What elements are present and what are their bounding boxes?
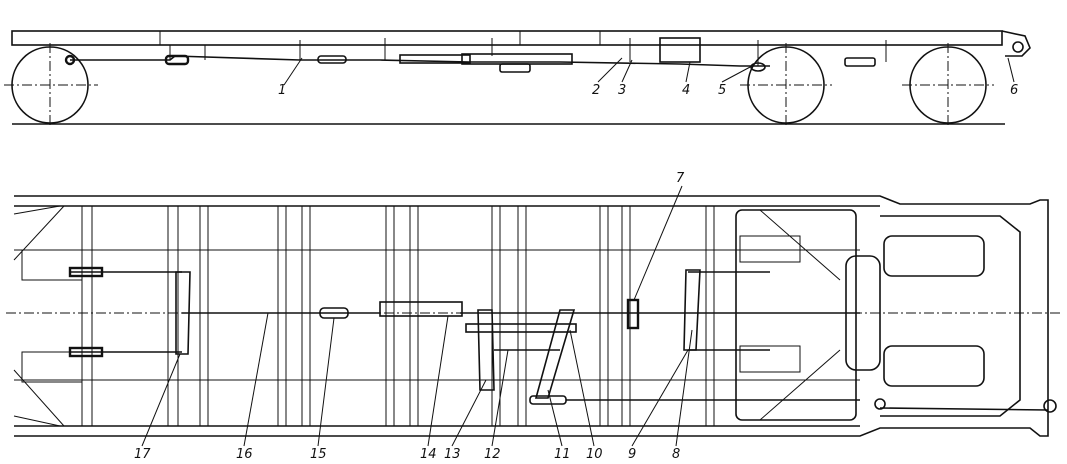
wheel-right bbox=[902, 43, 994, 127]
label-1: 1 bbox=[278, 83, 286, 98]
label-5: 5 bbox=[718, 83, 726, 98]
label-3: 3 bbox=[618, 83, 626, 98]
left-equalizer bbox=[68, 266, 191, 358]
label-17: 17 bbox=[134, 447, 151, 462]
label-13: 13 bbox=[444, 447, 461, 462]
cross-members bbox=[81, 205, 715, 427]
label-10: 10 bbox=[586, 447, 603, 462]
side-view: 1 2 3 4 5 6 bbox=[4, 30, 1031, 127]
label-14: 14 bbox=[420, 447, 437, 462]
side-brake-cable bbox=[70, 55, 770, 67]
coupler-end bbox=[1001, 30, 1031, 57]
right-equalizer bbox=[626, 269, 770, 351]
wheel-middle bbox=[740, 43, 832, 127]
label-16: 16 bbox=[236, 447, 253, 462]
label-4: 4 bbox=[682, 83, 690, 98]
wheel-left bbox=[4, 43, 98, 127]
label-15: 15 bbox=[310, 447, 327, 462]
label-12: 12 bbox=[484, 447, 501, 462]
label-11: 11 bbox=[554, 447, 571, 462]
frame-top-rail bbox=[11, 30, 1003, 46]
label-2: 2 bbox=[592, 83, 600, 98]
hand-brake-mechanism bbox=[465, 309, 1057, 413]
chassis-outline bbox=[14, 195, 1049, 437]
label-7: 7 bbox=[676, 171, 685, 186]
plan-view: 7 8 9 10 11 12 13 14 15 16 17 bbox=[6, 171, 1062, 462]
label-9: 9 bbox=[628, 447, 636, 462]
label-8: 8 bbox=[672, 447, 680, 462]
label-6: 6 bbox=[1010, 83, 1018, 98]
